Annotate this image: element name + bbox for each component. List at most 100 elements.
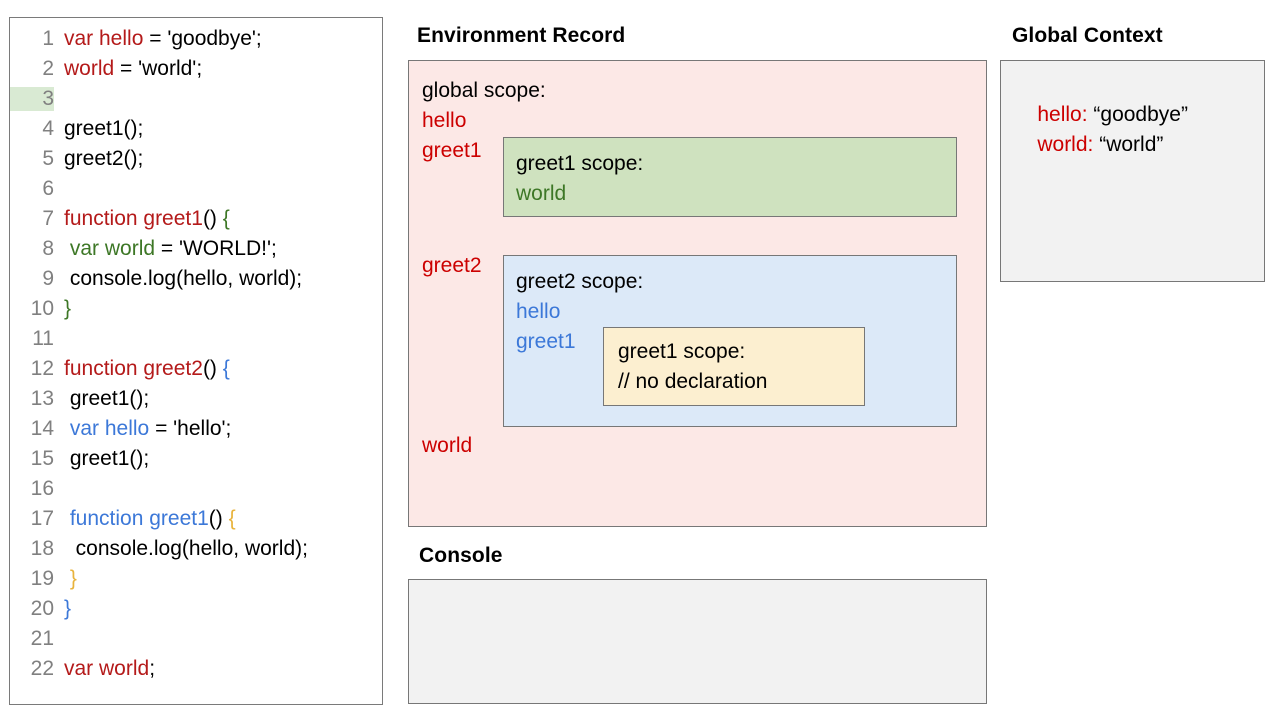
code-token: console.log(hello, world); xyxy=(64,537,308,560)
global-context-panel: hello: “goodbye” world: “world” xyxy=(1000,60,1265,282)
greet1-scope-box: greet1 scope: world xyxy=(503,137,957,217)
code-line[interactable]: 16 xyxy=(10,477,382,507)
code-line-number: 4 xyxy=(42,117,54,140)
code-token: greet1(); xyxy=(64,117,144,140)
greet1-scope-var-world: world xyxy=(516,182,567,205)
code-line[interactable]: 14 var hello = 'hello'; xyxy=(10,417,382,447)
code-line-text: } xyxy=(54,597,71,621)
code-token: greet2(); xyxy=(64,147,144,170)
code-token: var hello xyxy=(64,27,144,50)
code-token: () xyxy=(202,357,223,380)
global-context-entry: world: “world” xyxy=(1014,109,1163,181)
greet1-nested-scope-box: greet1 scope: // no declaration xyxy=(603,327,865,406)
code-token: greet1(); xyxy=(64,387,150,410)
code-line-number: 15 xyxy=(30,447,54,470)
code-line[interactable]: 4 greet1(); xyxy=(10,117,382,147)
greet2-scope-box: greet2 scope: hello greet1 greet1 scope:… xyxy=(503,255,957,427)
code-token: { xyxy=(228,507,236,530)
code-line[interactable]: 10} xyxy=(10,297,382,327)
console-panel[interactable] xyxy=(408,579,987,704)
code-line[interactable]: 6 xyxy=(10,177,382,207)
code-line[interactable]: 20} xyxy=(10,597,382,627)
code-line-text: var world = 'WORLD!'; xyxy=(54,237,277,261)
greet2-scope-var-greet1: greet1 xyxy=(516,330,576,353)
code-line-number: 21 xyxy=(30,627,54,650)
code-line-text: function greet1() { xyxy=(54,207,230,231)
code-line-number: 11 xyxy=(32,327,54,350)
code-token: function greet2 xyxy=(64,357,203,380)
environment-record-panel: global scope: hello greet1 greet2 world … xyxy=(408,60,987,527)
code-line[interactable]: 3 xyxy=(10,87,382,117)
greet1-nested-scope-label: greet1 scope: xyxy=(618,340,746,363)
global-context-title: Global Context xyxy=(1012,24,1163,47)
code-line-number: 10 xyxy=(30,297,54,320)
code-line-number: 18 xyxy=(30,537,54,560)
code-token: var world xyxy=(64,657,150,680)
greet1-scope-label: greet1 scope: xyxy=(516,152,644,175)
code-token: { xyxy=(222,207,230,230)
code-line-text: greet2(); xyxy=(54,147,143,171)
code-line[interactable]: 13 greet1(); xyxy=(10,387,382,417)
code-line[interactable]: 9 console.log(hello, world); xyxy=(10,267,382,297)
code-line[interactable]: 21 xyxy=(10,627,382,657)
code-line-text: } xyxy=(54,567,77,591)
code-line[interactable]: 19 } xyxy=(10,567,382,597)
code-line[interactable]: 17 function greet1() { xyxy=(10,507,382,537)
code-token: var world xyxy=(69,237,156,260)
code-token: var hello xyxy=(69,417,150,440)
code-line[interactable]: 5 greet2(); xyxy=(10,147,382,177)
code-line[interactable]: 18 console.log(hello, world); xyxy=(10,537,382,567)
code-line-text: world = 'world'; xyxy=(54,57,202,81)
global-scope-label: global scope: xyxy=(422,79,546,102)
code-line-number: 1 xyxy=(42,27,54,50)
global-scope-var-greet2: greet2 xyxy=(422,254,482,277)
code-line-number: 14 xyxy=(30,417,54,440)
code-token: () xyxy=(202,207,223,230)
code-line-number: 13 xyxy=(30,387,54,410)
code-line-text: function greet2() { xyxy=(54,357,230,381)
code-line-number: 16 xyxy=(30,477,54,500)
code-token: function greet1 xyxy=(69,507,209,530)
code-token: } xyxy=(64,597,72,620)
code-line-text: var hello = 'goodbye'; xyxy=(54,27,262,51)
code-line-number: 2 xyxy=(42,57,54,80)
code-line-text: console.log(hello, world); xyxy=(54,537,308,561)
code-line-number: 3 xyxy=(10,87,54,111)
code-line-number: 5 xyxy=(42,147,54,170)
global-context-entry: hello: “goodbye” xyxy=(1014,79,1188,151)
code-line-text: } xyxy=(54,297,71,321)
console-title: Console xyxy=(419,544,503,567)
code-line[interactable]: 15 greet1(); xyxy=(10,447,382,477)
code-token: = 'world'; xyxy=(114,57,203,80)
environment-record-title: Environment Record xyxy=(417,24,626,47)
code-line-number: 20 xyxy=(30,597,54,620)
greet1-nested-scope-note: // no declaration xyxy=(618,370,768,393)
code-line[interactable]: 8 var world = 'WORLD!'; xyxy=(10,237,382,267)
code-token: = 'hello'; xyxy=(149,417,232,440)
code-line-number: 6 xyxy=(42,177,54,200)
code-line-text: console.log(hello, world); xyxy=(54,267,302,291)
code-line-text: var world; xyxy=(54,657,155,681)
code-token: function greet1 xyxy=(64,207,203,230)
code-line-number: 7 xyxy=(42,207,54,230)
global-scope-var-world: world xyxy=(422,434,473,457)
greet2-scope-label: greet2 scope: xyxy=(516,270,644,293)
global-scope-var-greet1: greet1 xyxy=(422,139,482,162)
code-line-text: function greet1() { xyxy=(54,507,236,531)
code-line[interactable]: 11 xyxy=(10,327,382,357)
code-line-number: 19 xyxy=(30,567,54,590)
code-line-number: 22 xyxy=(30,657,54,680)
code-line-text: var hello = 'hello'; xyxy=(54,417,232,441)
global-scope-var-hello: hello xyxy=(422,109,467,132)
global-context-entry-value: “goodbye” xyxy=(1093,103,1188,126)
code-line-number: 17 xyxy=(30,507,54,530)
code-token: = 'goodbye'; xyxy=(143,27,262,50)
global-context-entry-key: hello: xyxy=(1037,103,1088,126)
